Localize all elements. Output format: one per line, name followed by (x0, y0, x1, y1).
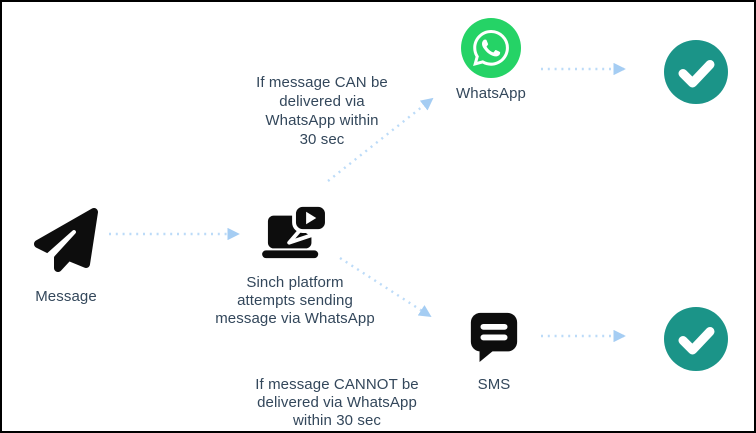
check-circle-icon-top (664, 40, 728, 104)
node-sms: SMS (434, 309, 554, 394)
condition-can-text: If message CAN be delivered via WhatsApp… (256, 74, 388, 148)
whatsapp-label: WhatsApp (456, 85, 526, 102)
paper-plane-icon (33, 207, 99, 277)
node-message: Message (10, 207, 122, 306)
sinch-platform-label: Sinch platform attempts sending message … (215, 274, 375, 327)
node-sinch-platform: Sinch platform attempts sending message … (215, 203, 375, 328)
condition-cannot-text: If message CANNOT be delivered via Whats… (255, 376, 419, 429)
message-label: Message (35, 288, 97, 305)
laptop-chat-icon (261, 203, 329, 266)
node-whatsapp: WhatsApp (431, 18, 551, 103)
whatsapp-icon (461, 18, 521, 78)
sms-label: SMS (477, 376, 511, 393)
check-circle-icon-bottom (664, 307, 728, 371)
sms-bubble-icon (467, 309, 521, 368)
